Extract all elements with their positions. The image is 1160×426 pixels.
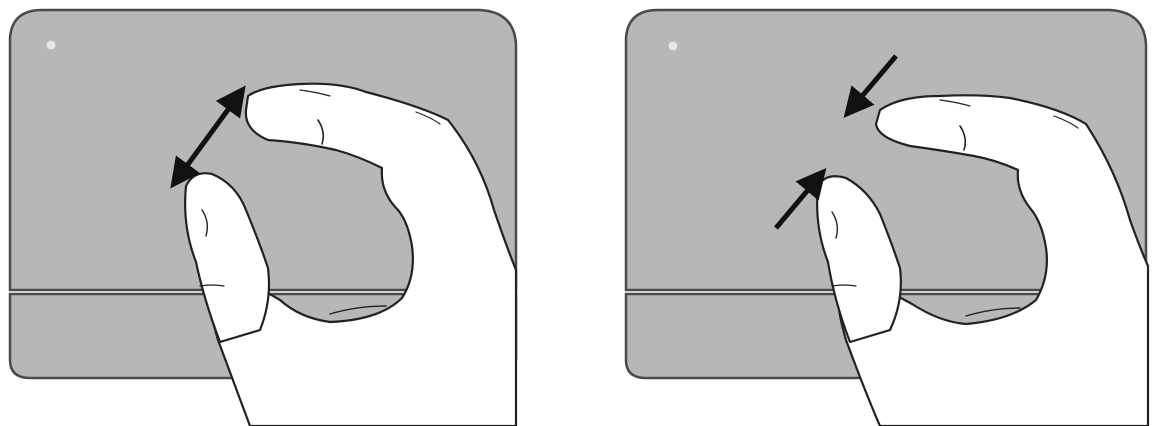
led-indicator-icon xyxy=(669,42,678,51)
led-indicator-icon xyxy=(47,41,56,50)
touchpad-left-panel xyxy=(10,10,516,426)
touchpad-right-panel xyxy=(626,10,1148,426)
